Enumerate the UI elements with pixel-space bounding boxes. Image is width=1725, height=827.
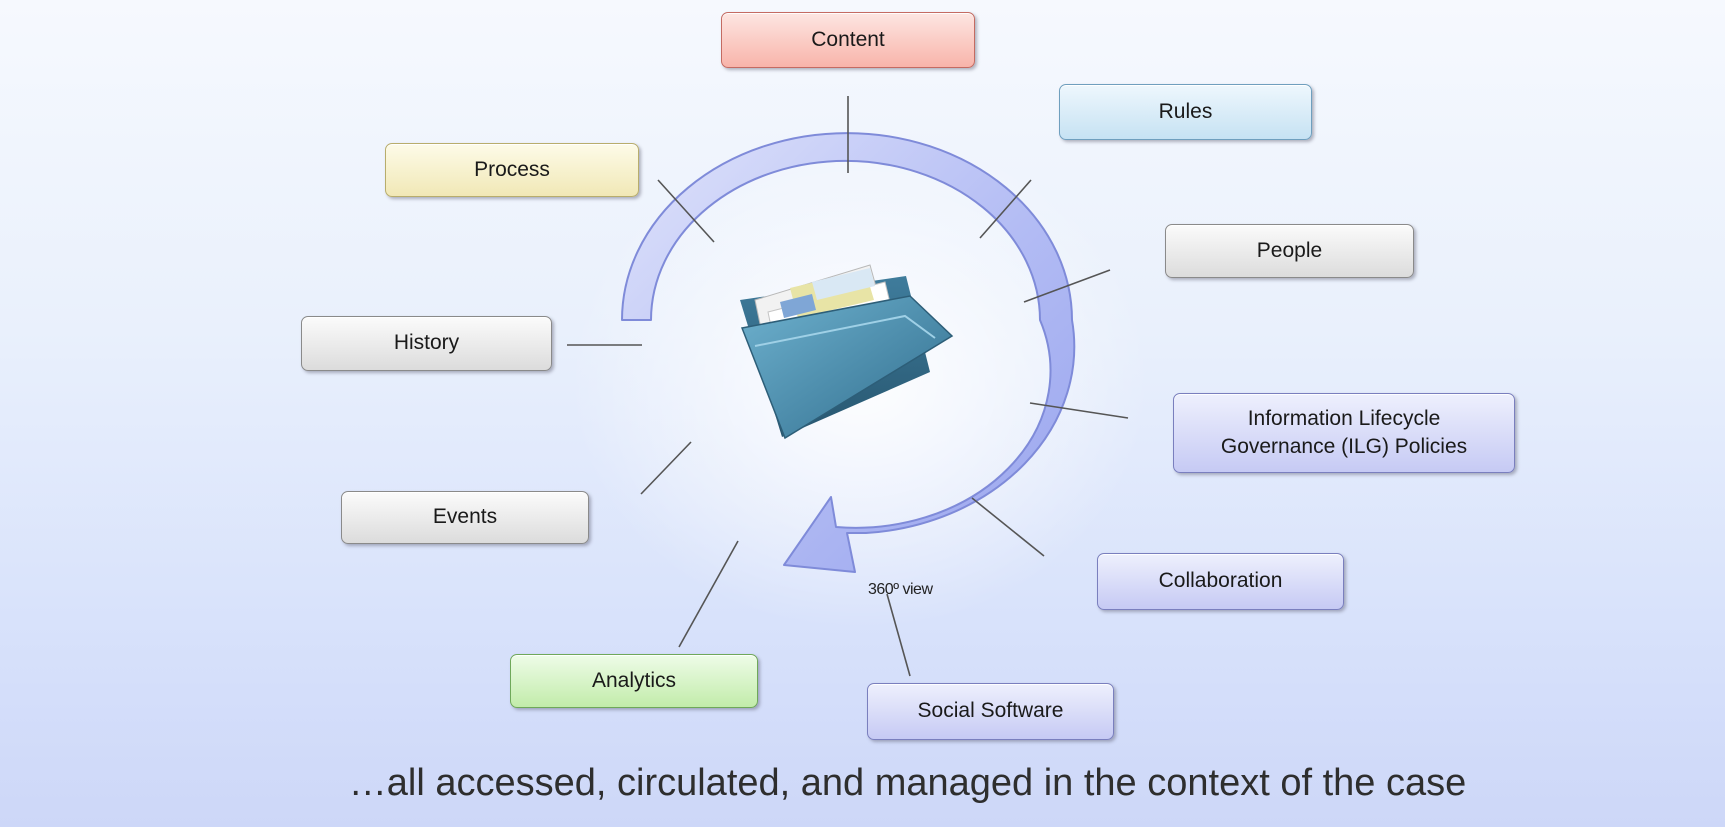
process-box: Process — [385, 143, 639, 197]
connector-process — [657, 179, 715, 243]
social-software-label: Social Software — [917, 699, 1064, 723]
folder-icon — [740, 264, 954, 440]
caption: …all accessed, circulated, and managed i… — [348, 762, 1467, 804]
connector-people — [1023, 269, 1111, 303]
connector-events — [640, 441, 692, 495]
rules-label: Rules — [1158, 99, 1213, 123]
analytics-box: Analytics — [510, 654, 758, 708]
content-box: Content — [721, 12, 975, 68]
rules-box: Rules — [1059, 84, 1312, 140]
view-360-label: 360º view — [868, 581, 933, 598]
connector-rules — [979, 179, 1032, 239]
people-box: People — [1165, 224, 1414, 278]
connector-ilg — [1029, 402, 1129, 419]
ilg-policies-box: Information Lifecycle Governance (ILG) P… — [1173, 393, 1515, 473]
ilg-label-line2: Governance (ILG) Policies — [1220, 435, 1468, 458]
process-label: Process — [474, 157, 550, 181]
connector-analytics — [678, 540, 739, 648]
circular-arrow — [621, 132, 1076, 573]
history-box: History — [301, 316, 552, 371]
events-box: Events — [341, 491, 589, 544]
connector-lines — [567, 96, 1129, 677]
social-software-box: Social Software — [867, 683, 1114, 740]
collaboration-label: Collaboration — [1158, 569, 1283, 593]
content-label: Content — [811, 27, 885, 51]
analytics-label: Analytics — [591, 668, 677, 692]
connector-collaboration — [971, 497, 1045, 557]
events-label: Events — [432, 505, 498, 529]
history-label: History — [393, 331, 460, 355]
people-label: People — [1256, 238, 1323, 262]
ilg-label-line1: Information Lifecycle — [1247, 406, 1441, 430]
connector-social-software — [886, 593, 911, 677]
collaboration-box: Collaboration — [1097, 553, 1344, 610]
